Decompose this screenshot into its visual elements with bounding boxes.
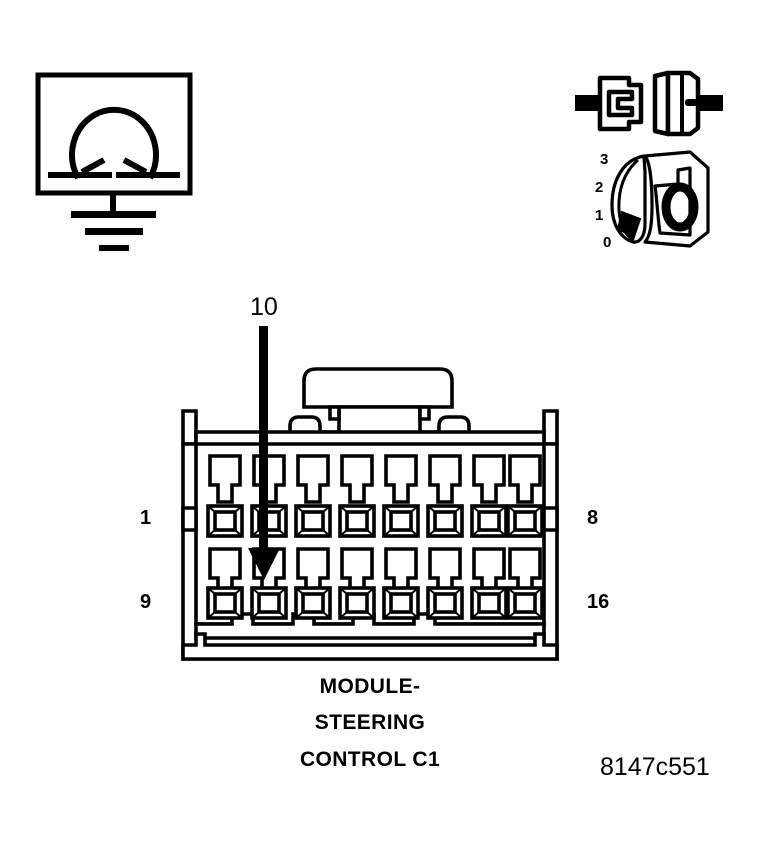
figure-reference-number: 8147c551 — [600, 753, 710, 781]
callout-label-10: 10 — [250, 293, 278, 321]
pin-label-16: 16 — [587, 591, 610, 613]
gauge-scale-0: 0 — [603, 234, 612, 251]
gauge-scale-3: 3 — [600, 151, 609, 168]
caption-line-2: STEERING — [314, 711, 426, 734]
pin-label-1: 1 — [140, 507, 152, 529]
gauge-scale-2: 2 — [595, 179, 604, 196]
pin-label-8: 8 — [587, 507, 599, 529]
caption-line-1: MODULE- — [319, 675, 421, 698]
caption-line-3: CONTROL C1 — [299, 748, 441, 771]
gauge-scale-1: 1 — [595, 207, 604, 224]
pin-label-9: 9 — [140, 591, 152, 613]
